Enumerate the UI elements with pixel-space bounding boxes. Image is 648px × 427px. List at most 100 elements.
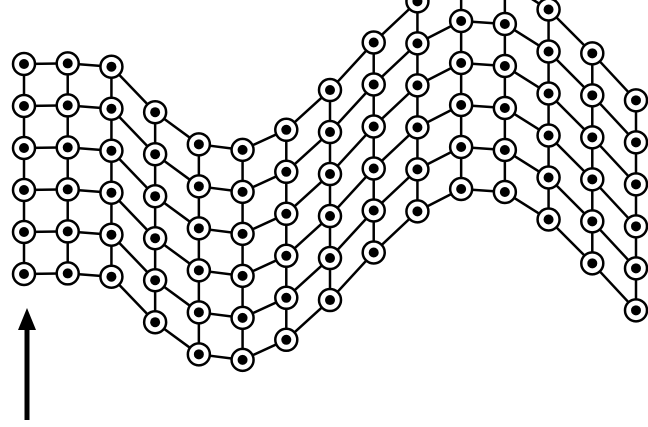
particle-node-icon — [581, 42, 603, 64]
particle-node-icon — [144, 311, 166, 333]
particle-node-icon — [100, 266, 122, 288]
node-core — [325, 295, 335, 305]
particle-node-icon — [538, 0, 560, 21]
node-core — [544, 47, 554, 57]
particle-node-icon — [625, 299, 647, 321]
particle-node-icon — [275, 203, 297, 225]
node-core — [456, 100, 466, 110]
node-core — [238, 187, 248, 197]
node-core — [19, 101, 29, 111]
node-core — [631, 263, 641, 273]
node-core — [281, 251, 291, 261]
node-core — [544, 131, 554, 141]
node-core — [19, 227, 29, 237]
node-core — [325, 169, 335, 179]
node-core — [412, 38, 422, 48]
node-core — [19, 269, 29, 279]
node-core — [106, 146, 116, 156]
particle-node-icon — [538, 41, 560, 63]
node-core — [587, 216, 597, 226]
node-core — [412, 164, 422, 174]
node-core — [369, 37, 379, 47]
node-core — [63, 142, 73, 152]
node-core — [587, 90, 597, 100]
particle-node-icon — [494, 55, 516, 77]
node-core — [325, 253, 335, 263]
node-core — [63, 100, 73, 110]
node-core — [500, 145, 510, 155]
node-core — [369, 121, 379, 131]
particle-node-icon — [538, 125, 560, 147]
node-core — [456, 16, 466, 26]
node-core — [587, 174, 597, 184]
node-core — [325, 211, 335, 221]
node-core — [150, 191, 160, 201]
node-core — [500, 61, 510, 71]
particle-node-icon — [57, 52, 79, 74]
lattice-nodes — [13, 0, 647, 371]
node-core — [631, 95, 641, 105]
particle-node-icon — [144, 269, 166, 291]
node-core — [281, 125, 291, 135]
particle-node-icon — [625, 257, 647, 279]
particle-node-icon — [406, 0, 428, 12]
particle-node-icon — [319, 205, 341, 227]
particle-node-icon — [100, 224, 122, 246]
particle-node-icon — [275, 329, 297, 351]
particle-node-icon — [275, 119, 297, 141]
particle-node-icon — [13, 53, 35, 75]
particle-node-icon — [363, 31, 385, 53]
particle-node-icon — [363, 157, 385, 179]
particle-node-icon — [581, 168, 603, 190]
node-core — [150, 317, 160, 327]
particle-node-icon — [625, 131, 647, 153]
particle-node-icon — [538, 167, 560, 189]
particle-node-icon — [188, 343, 210, 365]
node-core — [631, 221, 641, 231]
particle-node-icon — [406, 200, 428, 222]
particle-node-icon — [363, 73, 385, 95]
particle-node-icon — [450, 52, 472, 74]
node-core — [194, 307, 204, 317]
node-core — [500, 103, 510, 113]
particle-node-icon — [581, 126, 603, 148]
particle-node-icon — [538, 209, 560, 231]
particle-node-icon — [363, 241, 385, 263]
node-core — [238, 271, 248, 281]
particle-node-icon — [232, 223, 254, 245]
particle-node-icon — [625, 173, 647, 195]
node-core — [194, 349, 204, 359]
particle-node-icon — [57, 262, 79, 284]
particle-node-icon — [13, 221, 35, 243]
particle-node-icon — [494, 181, 516, 203]
node-core — [238, 229, 248, 239]
node-core — [281, 293, 291, 303]
node-core — [325, 127, 335, 137]
node-core — [456, 58, 466, 68]
particle-node-icon — [494, 13, 516, 35]
particle-node-icon — [275, 161, 297, 183]
particle-node-icon — [57, 136, 79, 158]
particle-node-icon — [57, 94, 79, 116]
node-core — [63, 58, 73, 68]
particle-node-icon — [319, 247, 341, 269]
node-core — [281, 209, 291, 219]
node-core — [150, 107, 160, 117]
particle-node-icon — [406, 32, 428, 54]
particle-node-icon — [100, 56, 122, 78]
particle-node-icon — [232, 307, 254, 329]
node-core — [631, 305, 641, 315]
node-core — [369, 163, 379, 173]
particle-node-icon — [363, 199, 385, 221]
particle-node-icon — [625, 215, 647, 237]
particle-node-icon — [581, 84, 603, 106]
node-core — [631, 137, 641, 147]
node-core — [412, 206, 422, 216]
particle-node-icon — [319, 121, 341, 143]
particle-node-icon — [494, 97, 516, 119]
particle-node-icon — [188, 217, 210, 239]
particle-node-icon — [13, 95, 35, 117]
node-core — [456, 142, 466, 152]
node-core — [412, 80, 422, 90]
particle-node-icon — [100, 98, 122, 120]
